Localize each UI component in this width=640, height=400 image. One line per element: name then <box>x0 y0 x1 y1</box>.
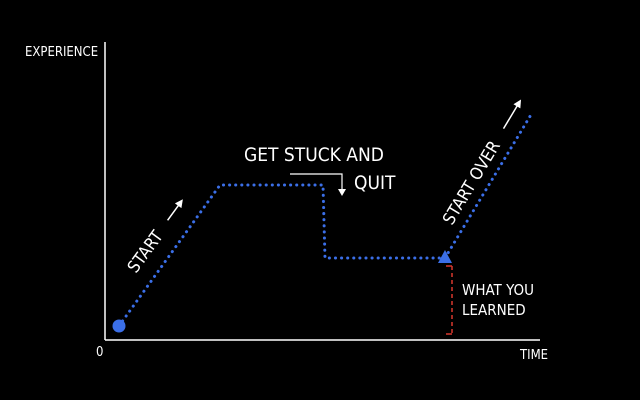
learned-label-line1: WHAT YOU <box>462 281 534 299</box>
restart-triangle <box>438 250 452 263</box>
start-annotation: START <box>124 199 183 277</box>
origin-label: 0 <box>96 345 103 360</box>
arrow-right-icon <box>166 199 183 221</box>
stuck-label-line2: QUIT <box>354 172 396 194</box>
start-over-annotation: START OVER <box>439 99 522 229</box>
start-over-label: START OVER <box>439 137 505 228</box>
stuck-label-line1: GET STUCK AND <box>244 144 384 166</box>
start-dot <box>112 319 126 333</box>
learned-bracket <box>446 265 453 335</box>
arrow-down-icon <box>290 173 346 196</box>
start-label: START <box>124 227 168 277</box>
learned-label-line2: LEARNED <box>462 301 526 319</box>
arrow-right-icon <box>502 99 522 130</box>
y-axis-label: EXPERIENCE <box>25 45 98 60</box>
x-axis-label: TIME <box>519 348 548 363</box>
